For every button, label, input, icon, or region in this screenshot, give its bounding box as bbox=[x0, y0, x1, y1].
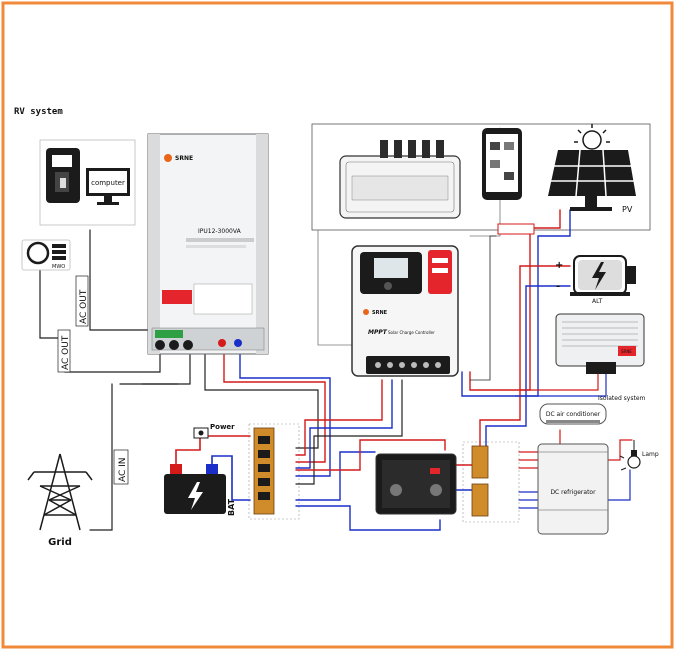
appliance-cabinet: computer bbox=[39, 139, 136, 226]
alternator-label: ALT bbox=[592, 298, 603, 305]
computer-monitor-icon bbox=[86, 168, 130, 205]
inverter-model: IPU12-3000VA bbox=[198, 228, 242, 235]
mppt-screen bbox=[374, 258, 408, 278]
grid-tower-icon bbox=[27, 453, 93, 531]
power-label: Power bbox=[210, 423, 235, 431]
busbar-left bbox=[253, 427, 275, 515]
isolated-system-label: Isolated system bbox=[598, 395, 646, 402]
alternator-minus-label: - bbox=[556, 281, 560, 292]
dc-air-conditioner-label: DC air conditioner bbox=[546, 411, 601, 418]
microwave-icon: MWO bbox=[21, 239, 71, 271]
inverter-display bbox=[162, 290, 192, 304]
battery: BAT bbox=[164, 464, 236, 516]
grid-label: Grid bbox=[48, 537, 72, 548]
wires bbox=[39, 127, 633, 531]
busbar-right bbox=[471, 445, 489, 517]
dc-dc-charger: SRNE Isolated system bbox=[555, 313, 646, 402]
power-switch: Power bbox=[193, 423, 235, 439]
dc-air-conditioner: DC air conditioner bbox=[539, 403, 607, 425]
remote-control-module bbox=[339, 140, 461, 219]
alternator: + - ALT bbox=[555, 255, 636, 305]
dc-refrigerator: DC refrigerator bbox=[537, 443, 609, 535]
ac-in-label: AC IN bbox=[118, 457, 128, 482]
srne-logo-icon bbox=[164, 154, 172, 162]
dc-dc-converter bbox=[375, 453, 457, 515]
mppt-brand: SRNE bbox=[372, 310, 388, 316]
diagram-title: RV system bbox=[14, 107, 63, 117]
computer-label: computer bbox=[91, 179, 125, 187]
solar-panel: PV bbox=[548, 124, 636, 214]
fuse-connector bbox=[497, 223, 535, 235]
busbar-outline-left bbox=[248, 423, 300, 520]
ac-out-label-2: AC OUT bbox=[61, 335, 71, 370]
sun-icon bbox=[582, 130, 602, 150]
busbar-outline-right bbox=[462, 441, 520, 523]
inverter-brand: SRNE bbox=[175, 155, 193, 162]
alternator-plus-label: + bbox=[555, 260, 563, 271]
pv-label: PV bbox=[622, 205, 633, 214]
mppt-controller: SRNE MPPT Solar Charge Controller bbox=[351, 245, 459, 377]
controls-group-outline bbox=[311, 123, 651, 231]
mppt-name-rest: Solar Charge Controller bbox=[388, 330, 435, 335]
bat-label: BAT bbox=[227, 498, 236, 516]
coffee-machine-icon bbox=[46, 148, 80, 203]
charger-brand: SRNE bbox=[621, 349, 632, 354]
dc-refrigerator-label: DC refrigerator bbox=[550, 489, 596, 496]
lamp-icon: Lamp bbox=[619, 440, 659, 471]
mwo-label: MWO bbox=[52, 264, 65, 270]
lamp-label: Lamp bbox=[642, 451, 659, 458]
lightning-icon bbox=[592, 262, 606, 290]
battery-bolt-icon bbox=[188, 482, 203, 510]
ac-out-label-1: AC OUT bbox=[79, 289, 89, 324]
phone-app-icon bbox=[482, 128, 522, 200]
mppt-name-bold: MPPT bbox=[368, 329, 388, 336]
inverter: SRNE IPU12-3000VA bbox=[147, 133, 269, 355]
